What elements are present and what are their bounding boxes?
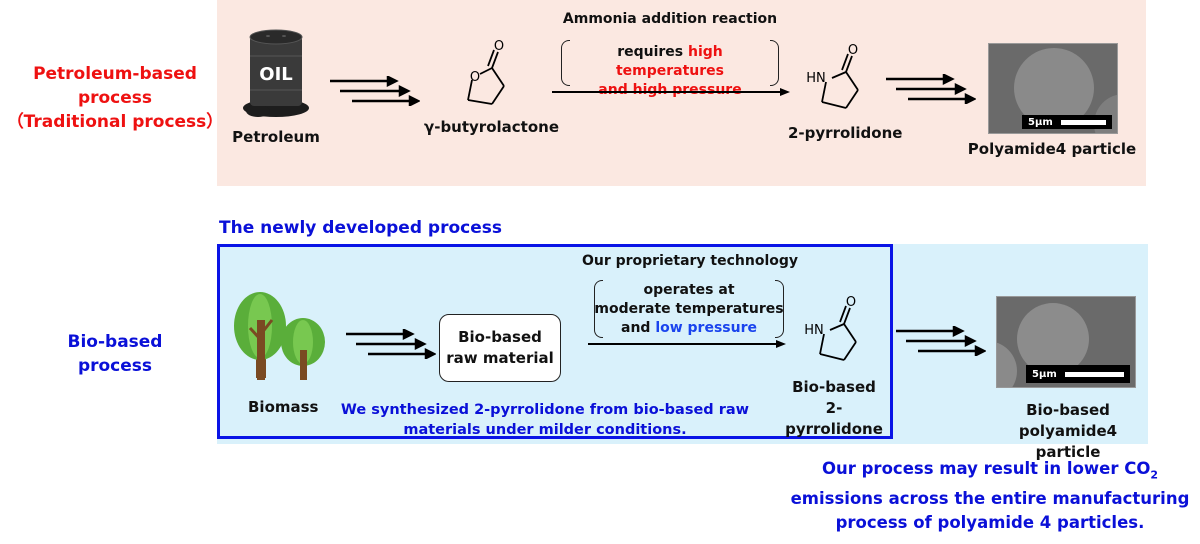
side-label-line: Petroleum-based <box>33 64 197 84</box>
condition-line-1: requires high temperatures <box>561 40 779 81</box>
bio-raw-material-box: Bio-based raw material <box>439 314 561 382</box>
barrel-text: OIL <box>259 64 292 85</box>
side-label-line: （Traditional process） <box>6 112 224 132</box>
bracket-right <box>775 280 784 338</box>
co2-subscript: 2 <box>1150 468 1159 482</box>
side-label-line: process <box>77 356 153 376</box>
condition-line-2: and high pressure <box>598 82 742 98</box>
particle-shape <box>997 341 1017 387</box>
newly-developed-process-frame <box>217 244 893 439</box>
conclusion-prefix: Our process may result in lower CO <box>821 459 1151 478</box>
particle-shape <box>1014 48 1094 128</box>
nh-group: HN <box>806 71 826 86</box>
scale-label: 5μm <box>1032 368 1057 380</box>
pyrrolidone-structure: HN O <box>804 295 857 361</box>
bracket-left <box>561 40 570 86</box>
label-line: polyamide4 particle <box>1018 422 1118 461</box>
bio-polyamide4-label: Bio-based polyamide4 particle <box>988 400 1148 463</box>
reaction-arrow <box>552 88 790 96</box>
nh-group: HN <box>804 323 824 338</box>
condition-highlight: low pressure <box>655 320 757 336</box>
oxygen-atom: O <box>494 39 504 54</box>
scale-bar: 5μm <box>1022 115 1112 129</box>
pyrrolidone-structure: HN O <box>806 43 859 109</box>
bio-pyrrolidone-label: Bio-based 2-pyrrolidone <box>778 377 890 440</box>
synthesis-note: We synthesized 2-pyrrolidone from bio-ba… <box>330 400 760 440</box>
multistep-arrow-icon <box>886 74 976 104</box>
gbl-label: γ-butyrolactone <box>424 118 559 136</box>
multistep-arrow-icon <box>896 326 986 356</box>
scale-label: 5μm <box>1028 116 1053 128</box>
label-line: Bio-based <box>1026 401 1110 419</box>
pyrrolidone-label: 2-pyrrolidone <box>788 124 903 142</box>
petroleum-label: Petroleum <box>232 128 320 146</box>
oxygen-atom: O <box>846 295 856 310</box>
scale-bar-line <box>1060 119 1106 125</box>
note-line: We synthesized 2-pyrrolidone from bio-ba… <box>340 402 750 418</box>
condition-prefix: and <box>621 320 656 336</box>
condition-line-1: operates at <box>643 282 735 298</box>
condition-prefix: requires <box>617 44 689 60</box>
gamma-butyrolactone-structure: O O <box>467 39 505 105</box>
trees-icon <box>234 292 325 380</box>
scale-bar-line <box>1064 371 1124 377</box>
reaction-arrow <box>588 340 786 348</box>
biomass-label: Biomass <box>248 398 319 416</box>
conclusion-line: Our process may result in lower CO2 <box>780 457 1200 487</box>
reaction-conditions: requires high temperatures and high pres… <box>561 40 779 98</box>
note-line: materials under milder conditions. <box>403 422 687 438</box>
raw-material-line: raw material <box>446 349 554 367</box>
polyamide4-sem-image: 5μm <box>988 43 1118 134</box>
conclusion-text: Our process may result in lower CO2 emis… <box>780 457 1200 535</box>
condition-line-3: and low pressure <box>594 319 784 338</box>
conclusion-line: emissions across the entire manufacturin… <box>790 489 1190 509</box>
bracket-left <box>594 280 603 338</box>
conclusion-line: process of polyamide 4 particles. <box>835 513 1145 533</box>
bio-side-label: Bio-based process <box>0 330 230 378</box>
oxygen-atom: O <box>848 43 858 58</box>
traditional-side-label: Petroleum-based process （Traditional pro… <box>0 62 230 134</box>
multistep-arrow-icon <box>346 329 436 359</box>
newly-developed-title: The newly developed process <box>219 218 502 238</box>
oxygen-atom: O <box>470 70 480 85</box>
scale-bar: 5μm <box>1026 365 1130 383</box>
label-line: 2-pyrrolidone <box>785 399 883 438</box>
bracket-right <box>770 40 779 86</box>
reaction-title: Ammonia addition reaction <box>562 11 778 27</box>
condition-highlight: high temperatures <box>615 44 725 79</box>
polyamide4-label: Polyamide4 particle <box>967 140 1137 158</box>
technology-title: Our proprietary technology <box>581 253 799 269</box>
side-label-line: Bio-based <box>67 332 163 352</box>
condition-line-2: moderate temperatures <box>594 301 784 317</box>
bio-polyamide4-sem-image: 5μm <box>996 296 1136 388</box>
raw-material-line: Bio-based <box>458 328 542 346</box>
oil-barrel-icon: OIL <box>243 29 309 117</box>
technology-conditions: operates at moderate temperatures and lo… <box>594 280 784 338</box>
side-label-line: process <box>77 88 153 108</box>
label-line: Bio-based <box>792 378 876 396</box>
particle-shape <box>1017 303 1089 375</box>
multistep-arrow-icon <box>330 76 420 106</box>
